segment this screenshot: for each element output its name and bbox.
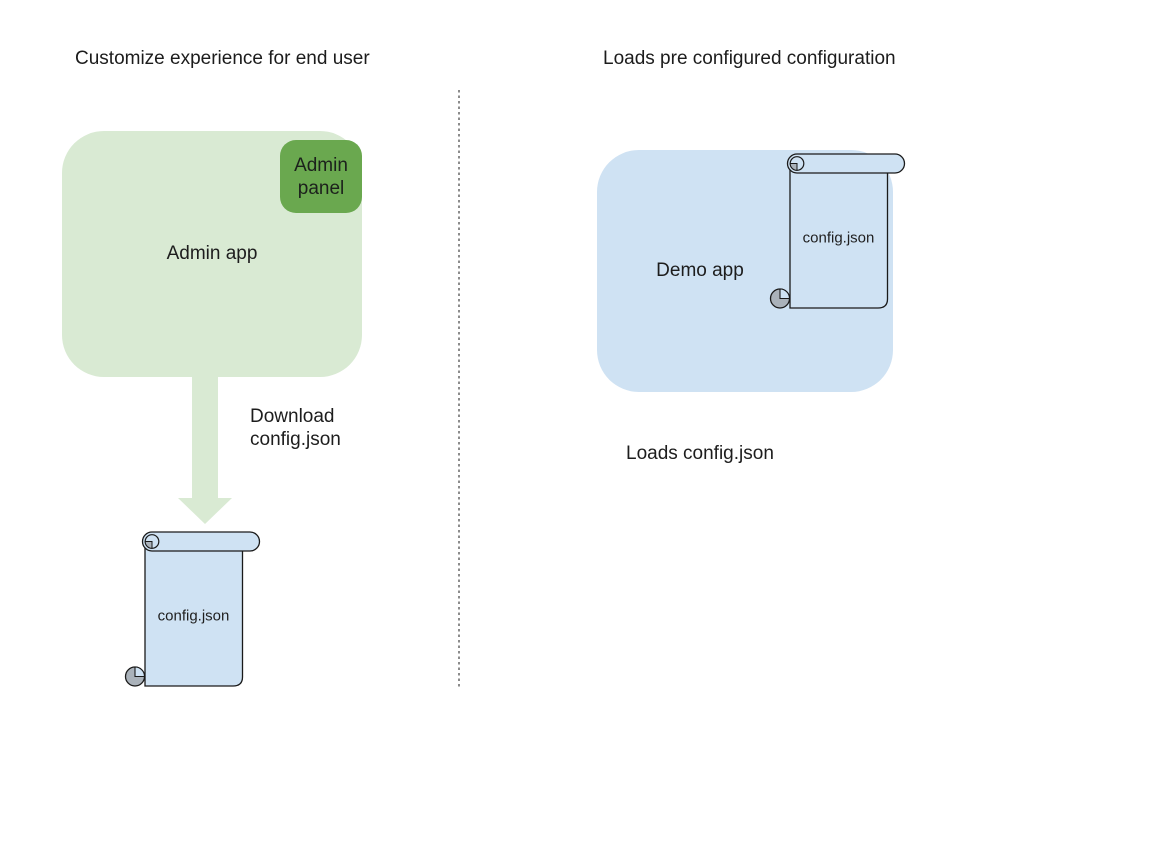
down-arrow-shape [178, 374, 232, 524]
download-label: Download config.json [250, 406, 341, 451]
download-label-line1: Download [250, 406, 335, 427]
scroll-top-curl-shade [144, 541, 153, 549]
admin-panel-label-line2: panel [297, 177, 345, 199]
section-divider [458, 90, 460, 688]
scroll-bottom-curl-notch [779, 288, 791, 300]
right-section-title: Loads pre configured configuration [603, 48, 896, 69]
scroll-top-roll [141, 531, 261, 552]
scroll-top-curl-shade [789, 163, 798, 171]
scroll-body [789, 164, 889, 309]
admin-panel-label-line1: Admin [294, 154, 348, 176]
admin-panel-box: Admin panel [280, 140, 362, 213]
scroll-bottom-curl-notch [134, 666, 146, 678]
left-section-title: Customize experience for end user [75, 48, 370, 69]
loads-config-caption: Loads config.json [626, 443, 774, 464]
demo-app-label: Demo app [656, 260, 744, 281]
scroll-body [144, 542, 244, 687]
scroll-top-roll [786, 153, 906, 174]
config-file-label-left: config.json [158, 608, 230, 625]
down-arrow-icon [178, 374, 232, 524]
config-file-scroll-right: config.json [769, 153, 906, 309]
admin-app-label: Admin app [166, 243, 258, 264]
config-file-label-right: config.json [803, 230, 875, 247]
config-file-scroll-left: config.json [124, 531, 261, 687]
download-label-line2: config.json [250, 428, 341, 450]
